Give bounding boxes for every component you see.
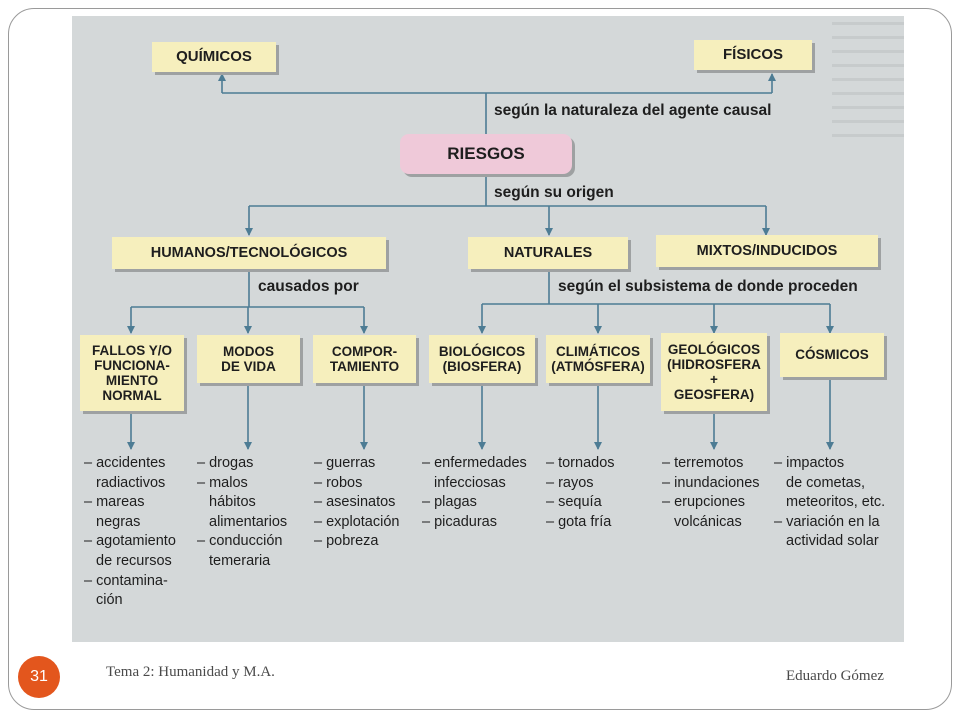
list-item: – tornados: [546, 455, 615, 471]
list-item: – picaduras: [422, 513, 497, 530]
label-naturaleza-agente: según la naturaleza del agente causal: [494, 102, 772, 119]
list-item: – sequía: [546, 494, 602, 511]
box-comportamiento: COMPOR- TAMIENTO: [313, 335, 416, 383]
label-causados-por: causados por: [258, 278, 359, 295]
box-mixtos-inducidos: MIXTOS/INDUCIDOS: [656, 235, 878, 267]
label-origen: según su origen: [494, 184, 614, 201]
list-fallos: – accidentes radiactivos – mareas negras…: [84, 454, 196, 611]
box-riesgos-root: RIESGOS: [400, 134, 572, 174]
list-item: – asesinatos: [314, 494, 396, 511]
list-comportamiento: – guerras – robos – asesinatos – explota…: [314, 454, 424, 552]
slide-number-badge: 31: [18, 656, 60, 698]
list-item: – gota fría: [546, 513, 612, 530]
box-cosmicos: CÓSMICOS: [780, 333, 884, 377]
list-modos-de-vida: – drogas – malos hábitos alimentarios – …: [197, 454, 309, 572]
list-item: – enfermedades infecciosas: [422, 455, 527, 491]
list-cosmicos: – impactos de cometas, meteoritos, etc. …: [774, 454, 902, 552]
box-climaticos: CLIMÁTICOS (ATMÓSFERA): [546, 335, 650, 383]
list-item: – plagas: [422, 494, 477, 511]
scanned-diagram: QUÍMICOS FÍSICOS según la naturaleza del…: [72, 16, 904, 642]
box-biologicos: BIOLÓGICOS (BIOSFERA): [429, 335, 535, 383]
box-fisicos: FÍSICOS: [694, 40, 812, 70]
list-item: – robos: [314, 474, 363, 491]
list-item: – mareas negras: [84, 494, 145, 530]
list-item: – erupciones volcánicas: [662, 494, 746, 530]
list-item: – explotación: [314, 513, 400, 530]
box-naturales: NATURALES: [468, 237, 628, 269]
list-item: – impactos de cometas, meteoritos, etc.: [774, 455, 886, 511]
list-geologicos: – terremotos – inundaciones – erupciones…: [662, 454, 774, 532]
list-item: – pobreza: [314, 533, 379, 550]
box-humanos-tecnologicos: HUMANOS/TECNOLÓGICOS: [112, 237, 386, 269]
list-item: – inundaciones: [662, 474, 760, 491]
list-biologicos: – enfermedades infecciosas – plagas – pi…: [422, 454, 546, 532]
list-item: – agotamiento de recursos: [84, 533, 176, 569]
box-fallos-funcionamiento: FALLOS Y/O FUNCIONA- MIENTO NORMAL: [80, 335, 184, 411]
list-item: – variación en la actividad solar: [774, 513, 880, 550]
box-geologicos: GEOLÓGICOS (HIDROSFERA + GEOSFERA): [661, 333, 767, 411]
box-quimicos: QUÍMICOS: [152, 42, 276, 72]
list-item: – accidentes radiactivos: [84, 455, 166, 491]
list-item: – terremotos: [662, 455, 744, 471]
footer-title: Tema 2: Humanidad y M.A.: [106, 664, 275, 680]
bleed-through-text: [832, 22, 904, 142]
list-climaticos: – tornados – rayos – sequía – gota fría: [546, 454, 656, 532]
list-item: – conducción temeraria: [197, 533, 283, 569]
footer-author: Eduardo Gómez: [786, 668, 884, 684]
list-item: – malos hábitos alimentarios: [197, 474, 288, 530]
list-item: – rayos: [546, 474, 594, 491]
connector-lines: [127, 73, 834, 450]
list-item: – contamina- ción: [84, 572, 168, 609]
label-subsistema: según el subsistema de donde proceden: [558, 278, 858, 295]
box-modos-de-vida: MODOS DE VIDA: [197, 335, 300, 383]
list-item: – guerras: [314, 455, 376, 471]
list-item: – drogas: [197, 455, 254, 471]
